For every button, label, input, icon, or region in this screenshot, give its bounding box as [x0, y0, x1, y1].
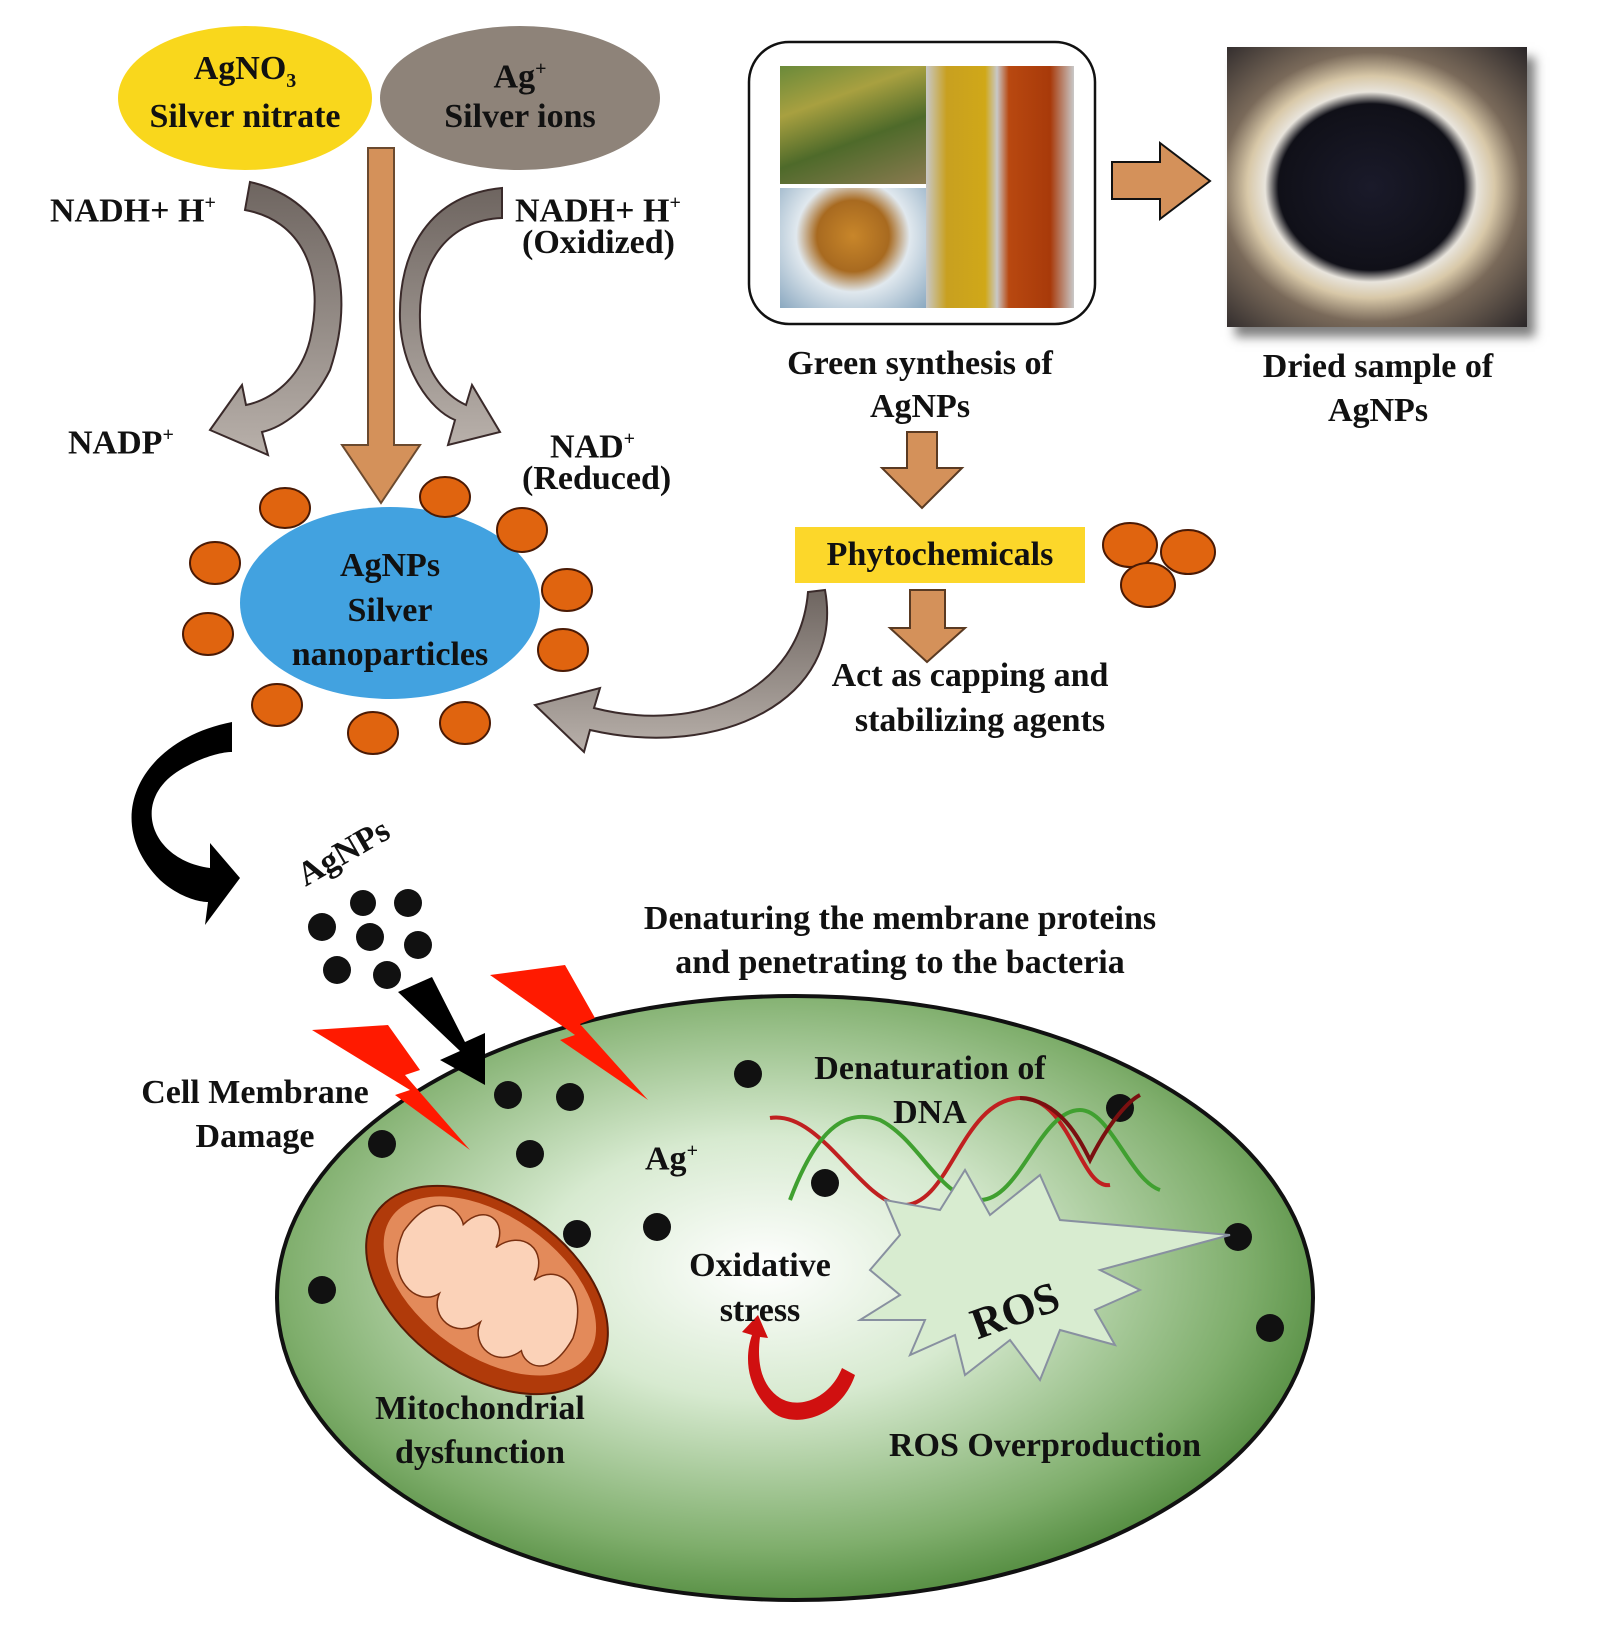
test-tubes-photo: [926, 66, 1074, 308]
nadh-left-arrow: [208, 180, 343, 457]
to-phytochemicals-arrow: [879, 431, 965, 510]
dried-sample-label-2: AgNPs: [1327, 392, 1429, 429]
to-dried-arrow: [1111, 140, 1212, 222]
capping-arrow: [533, 588, 828, 754]
phytochemicals-box: [795, 527, 1085, 583]
ag-ion-label: Ag+: [645, 1140, 698, 1178]
agnps-core-silver: Silver: [347, 592, 433, 629]
cap-particle: [251, 683, 303, 727]
agnps-core-nanoparticles: nanoparticles: [291, 636, 489, 673]
mitochondrial-label-2: dysfunction: [394, 1434, 566, 1471]
cap-particle: [347, 711, 399, 755]
dried-sample-label: Dried sample of: [1262, 348, 1494, 385]
membrane-damage-label: Cell Membrane: [141, 1074, 369, 1111]
cap-particle: [496, 507, 548, 553]
oxidized-label: (Oxidized): [522, 224, 675, 261]
denaturing-label-2: and penetrating to the bacteria: [675, 944, 1125, 981]
agnps-core-label: AgNPs: [339, 547, 441, 584]
plant-photo: [780, 66, 926, 184]
green-synthesis-label-2: AgNPs: [869, 388, 971, 425]
dried-sample-photo: [1227, 47, 1527, 327]
reduced-label: (Reduced): [522, 460, 672, 497]
capping-label: Act as capping and: [831, 657, 1109, 694]
dna-denaturation-label-2: DNA: [893, 1094, 967, 1131]
agnps-dots: [308, 889, 432, 989]
capping-label-2: stabilizing agents: [854, 702, 1106, 739]
to-bacteria-arrow: [131, 722, 240, 925]
mitochondrial-label: Mitochondrial: [375, 1390, 585, 1427]
silver-nitrate-formula: AgNO3: [193, 50, 297, 92]
silver-nitrate-name: Silver nitrate: [149, 98, 341, 135]
capping-particles: [182, 476, 593, 755]
phytochemical-cluster: [1102, 522, 1216, 608]
cap-particle: [182, 612, 234, 656]
cap-particle: [259, 487, 311, 529]
nad-label: NAD+: [550, 428, 636, 466]
cap-particle: [439, 701, 491, 745]
cap-particle: [189, 541, 241, 585]
lightning-icon: [312, 1025, 470, 1150]
powder-photo: [780, 188, 926, 308]
to-capping-arrow: [887, 589, 968, 664]
oxidative-cycle-arrow: [742, 1315, 855, 1420]
nadh-left-label: NADH+ H+: [50, 192, 216, 230]
mitochondrion-icon: [365, 1184, 609, 1396]
oxidative-stress-label: Oxidative: [689, 1247, 831, 1284]
reduction-arrow: [340, 147, 422, 505]
silver-ions-name: Silver ions: [444, 98, 596, 135]
agnps-core: [240, 507, 540, 699]
green-synthesis-label: Green synthesis of: [787, 345, 1053, 382]
silver-ions-ellipse: [380, 26, 660, 170]
dna-denaturation-label: Denaturation of: [814, 1050, 1046, 1087]
nadh-right-arrow: [398, 186, 503, 447]
cap-particle: [419, 476, 471, 518]
cap-particle: [541, 568, 593, 612]
oxidative-stress-label-2: stress: [719, 1292, 801, 1329]
penetration-arrow: [398, 977, 485, 1085]
silver-ions-formula: Ag+: [493, 58, 547, 96]
phytochemicals-label: Phytochemicals: [826, 536, 1054, 573]
membrane-damage-label-2: Damage: [195, 1118, 315, 1155]
nadp-label: NADP+: [68, 424, 174, 462]
silver-nitrate-ellipse: [118, 26, 372, 170]
nadh-right-label: NADH+ H+: [515, 192, 681, 230]
denaturing-label: Denaturing the membrane proteins: [643, 900, 1157, 937]
ros-overproduction-label: ROS Overproduction: [888, 1427, 1201, 1464]
lightning-icon: [490, 965, 648, 1100]
intracellular-particles: [308, 1060, 1284, 1342]
ros-burst: [856, 1168, 1231, 1383]
cap-particle: [537, 628, 589, 672]
